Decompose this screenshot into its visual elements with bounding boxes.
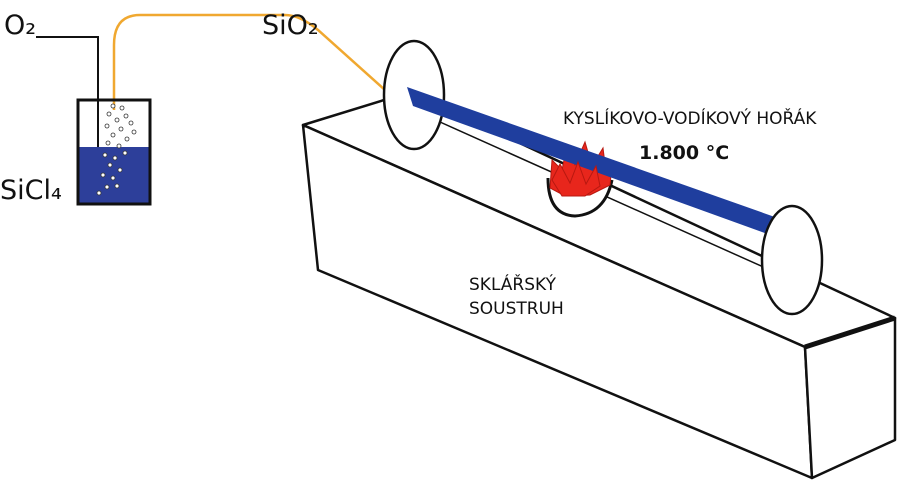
label-lathe-line1: SKLÁŘSKÝ (469, 273, 557, 295)
beaker-liquid (79, 147, 149, 203)
label-temperature: 1.800 °C (639, 142, 729, 164)
label-burner: KYSLÍKOVO-VODÍKOVÝ HOŘÁK (563, 107, 817, 129)
beaker (76, 98, 152, 206)
label-tetrachloride: SiCl₄ (0, 175, 62, 206)
label-oxygen: O₂ (4, 10, 36, 41)
glass-tube (407, 87, 789, 240)
beaker-outline (76, 98, 152, 206)
bubbles (96, 103, 137, 196)
lathe-bed (301, 90, 897, 480)
label-lathe-line2: SOUSTRUH (469, 299, 564, 319)
chuck-right (760, 204, 824, 316)
oxygen-line (36, 36, 99, 190)
flame-front (551, 160, 601, 197)
supply-line (112, 13, 386, 110)
label-silica: SiO₂ (262, 10, 319, 41)
